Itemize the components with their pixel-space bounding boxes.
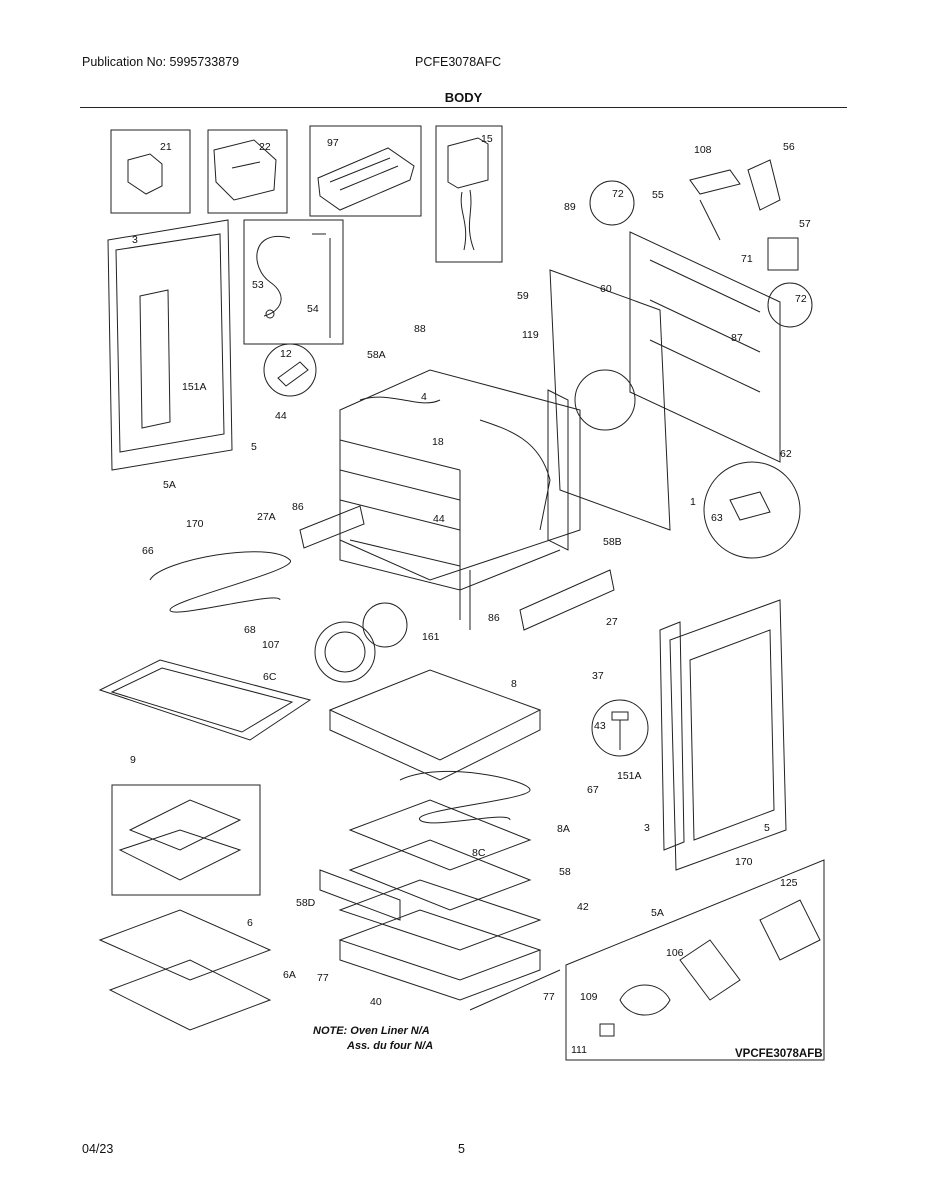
callout-106: 106 [666, 947, 684, 959]
note-line-1: NOTE: Oven Liner N/A [313, 1025, 430, 1037]
callout-44-mid: 44 [433, 513, 445, 525]
callout-56: 56 [783, 141, 795, 153]
callout-57: 57 [799, 218, 811, 230]
callout-58D: 58D [296, 897, 316, 909]
callout-58A: 58A [367, 349, 386, 361]
callout-86-left: 86 [292, 501, 304, 513]
callout-6A: 6A [283, 969, 296, 981]
callout-71: 71 [741, 253, 753, 265]
callout-8: 8 [511, 678, 517, 690]
callout-151A-right: 151A [617, 770, 642, 782]
note-line-2: Ass. du four N/A [346, 1040, 433, 1052]
callout-37: 37 [592, 670, 604, 682]
detail-circle-12 [263, 343, 317, 397]
callout-5-right: 5 [764, 822, 770, 834]
callout-12: 12 [280, 348, 292, 360]
page-number: 5 [458, 1142, 465, 1156]
callout-42: 42 [577, 901, 589, 913]
callout-111: 111 [571, 1044, 587, 1056]
detail-circle-43 [591, 699, 649, 757]
callout-72-top: 72 [612, 188, 624, 200]
callout-54: 54 [307, 303, 319, 315]
callout-60: 60 [600, 283, 612, 295]
callout-21: 21 [160, 141, 172, 153]
callout-6C: 6C [263, 671, 277, 683]
callout-9: 9 [130, 754, 136, 766]
part-callouts: 21 22 97 15 108 56 55 72 89 57 71 72 3 5… [130, 133, 811, 1056]
callout-170-right: 170 [735, 856, 753, 868]
callout-6: 6 [247, 917, 253, 929]
callout-67: 67 [587, 784, 599, 796]
callout-5A-left: 5A [163, 479, 176, 491]
callout-87: 87 [731, 332, 743, 344]
callout-40: 40 [370, 996, 382, 1008]
callout-62: 62 [780, 448, 792, 460]
footer-date: 04/23 [82, 1142, 114, 1156]
callout-63: 63 [711, 512, 723, 524]
callout-66: 66 [142, 545, 154, 557]
callout-27A: 27A [257, 511, 276, 523]
callout-77-right: 77 [543, 991, 555, 1003]
fan-kit-code: VPCFE3078AFB [735, 1048, 823, 1060]
detail-circle-62 [703, 461, 801, 559]
callout-108: 108 [694, 144, 712, 156]
detail-circle-72-top [589, 180, 635, 226]
callout-15: 15 [481, 133, 493, 145]
callout-72-right: 72 [795, 293, 807, 305]
callout-8C: 8C [472, 847, 486, 859]
callout-109: 109 [580, 991, 598, 1003]
callout-5A-right: 5A [651, 907, 664, 919]
callout-58B: 58B [603, 536, 622, 548]
callout-107: 107 [262, 639, 280, 651]
callout-5-left: 5 [251, 441, 257, 453]
callout-86-right: 86 [488, 612, 500, 624]
callout-97: 97 [327, 137, 339, 149]
callout-89: 89 [564, 201, 576, 213]
callout-151A-left: 151A [182, 381, 207, 393]
callout-68: 68 [244, 624, 256, 636]
callout-8A: 8A [557, 823, 570, 835]
callout-27: 27 [606, 616, 618, 628]
callout-55: 55 [652, 189, 664, 201]
callout-161: 161 [422, 631, 440, 643]
publication-number: Publication No: 5995733879 [82, 55, 240, 69]
box-15 [435, 125, 503, 263]
callout-3-left: 3 [132, 234, 138, 246]
callout-44-left: 44 [275, 410, 287, 422]
fan-kit-box [565, 859, 825, 1061]
box-22 [207, 129, 288, 214]
box-97 [309, 125, 422, 217]
callout-119: 119 [522, 329, 539, 341]
header-rule [80, 107, 847, 108]
callout-125: 125 [780, 877, 798, 889]
callout-22: 22 [259, 141, 271, 153]
section-title: BODY [444, 90, 483, 105]
callout-18: 18 [432, 436, 444, 448]
box-21 [110, 129, 191, 214]
model-number: PCFE3078AFC [415, 55, 502, 69]
detail-circle-72-right [767, 282, 813, 328]
callout-58: 58 [559, 866, 571, 878]
callout-170-left: 170 [186, 518, 204, 530]
callout-43: 43 [594, 720, 606, 732]
callout-3-right: 3 [644, 822, 650, 834]
callout-1: 1 [690, 496, 696, 508]
callout-59: 59 [517, 290, 529, 302]
callout-53: 53 [252, 279, 264, 291]
callout-4: 4 [421, 391, 427, 403]
callout-77-left: 77 [317, 972, 329, 984]
box-9 [111, 784, 261, 896]
callout-88: 88 [414, 323, 426, 335]
